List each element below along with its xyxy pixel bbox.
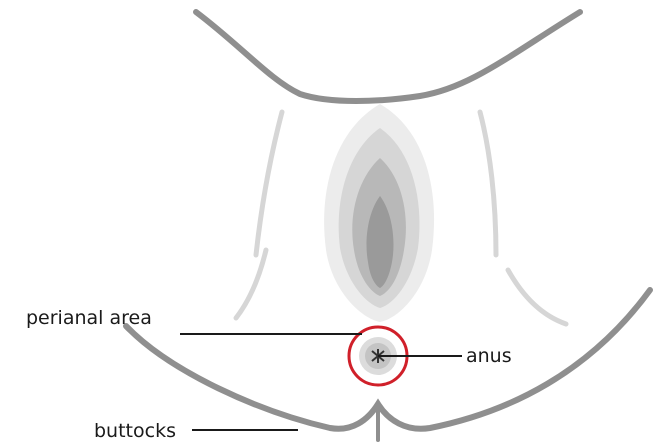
anus-label: anus [466,345,512,367]
upper-body-outline [196,12,580,101]
perianal-area-label: perianal area [26,307,152,329]
left-thigh-inner-line [236,250,266,318]
right-thigh-outer-line [480,112,496,255]
left-thigh-outer-line [256,112,282,255]
buttocks-label: buttocks [94,420,176,442]
genital-shading [324,104,434,322]
right-thigh-inner-line [508,270,566,324]
